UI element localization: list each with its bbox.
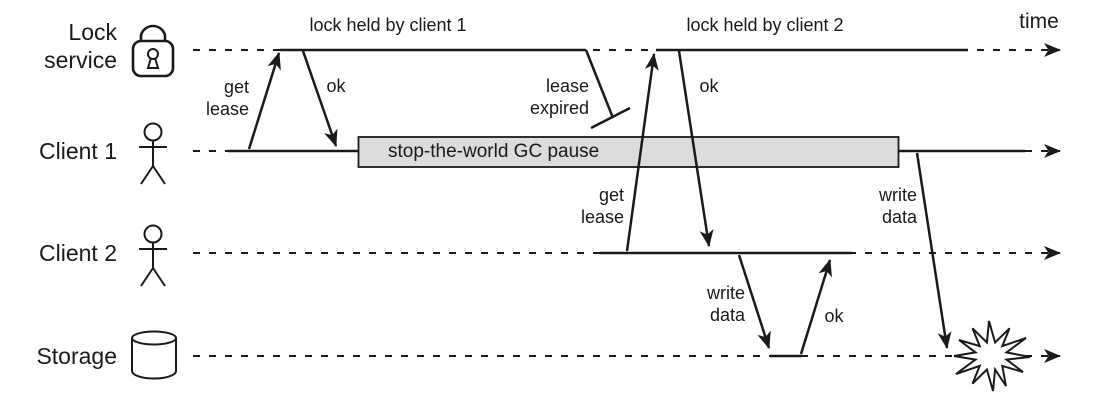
label-line: data	[881, 207, 917, 227]
label-line: lease	[580, 207, 624, 227]
lease-expired-label: lease expired	[500, 75, 589, 119]
starburst-crash-icon	[953, 320, 1031, 392]
client1-person-icon	[139, 122, 167, 185]
label-line: write	[706, 283, 745, 303]
lane-label-client1: Client 1	[39, 138, 117, 164]
client2-get-lease-arrow	[625, 53, 659, 252]
lock-held-by-client2-label: lock held by client 2	[686, 15, 844, 35]
label-line: lease	[205, 99, 249, 119]
lane-label-lock-service: Lock service	[0, 18, 117, 74]
timelines	[193, 43, 1061, 363]
storage-ok-label: ok	[824, 306, 844, 326]
padlock-icon	[131, 24, 175, 78]
label-line: data	[709, 305, 745, 325]
label-line: expired	[529, 98, 589, 118]
client2-get-lease-label: get lease	[555, 184, 624, 228]
activity-segments	[228, 48, 1025, 358]
database-cylinder-icon	[131, 330, 177, 380]
lane-label-line: Lock	[68, 19, 117, 45]
gc-pause-label: stop-the-world GC pause	[388, 141, 600, 162]
client1-get-lease-arrow	[247, 52, 281, 150]
client1-write-data-arrow	[915, 152, 952, 349]
lane-label-client2: Client 2	[39, 240, 117, 266]
client2-ok-label: ok	[699, 76, 719, 96]
label-line: write	[878, 185, 917, 205]
client1-ok-arrow	[301, 50, 338, 147]
lane-label-storage: Storage	[36, 343, 117, 369]
client2-person-icon	[139, 224, 167, 287]
client1-write-data-label: write data	[848, 184, 917, 228]
client1-get-lease-label: get lease	[180, 76, 249, 120]
message-arrows	[247, 49, 952, 355]
label-line: lease	[545, 76, 589, 96]
storage-ok-arrow	[799, 259, 832, 355]
gc-pause-box	[357, 136, 900, 168]
lease-expired-line	[584, 49, 615, 119]
lease-expired-cross-icon	[590, 106, 631, 130]
client2-ok-arrow	[677, 50, 714, 247]
client2-write-data-label: write data	[676, 282, 745, 326]
client2-write-data-arrow	[737, 254, 771, 349]
time-axis-label: time	[1019, 10, 1059, 33]
label-line: get	[598, 185, 624, 205]
lock-held-by-client1-label: lock held by client 1	[309, 15, 467, 35]
client1-ok-label: ok	[326, 76, 346, 96]
lane-label-line: service	[44, 47, 117, 73]
label-line: get	[223, 77, 249, 97]
